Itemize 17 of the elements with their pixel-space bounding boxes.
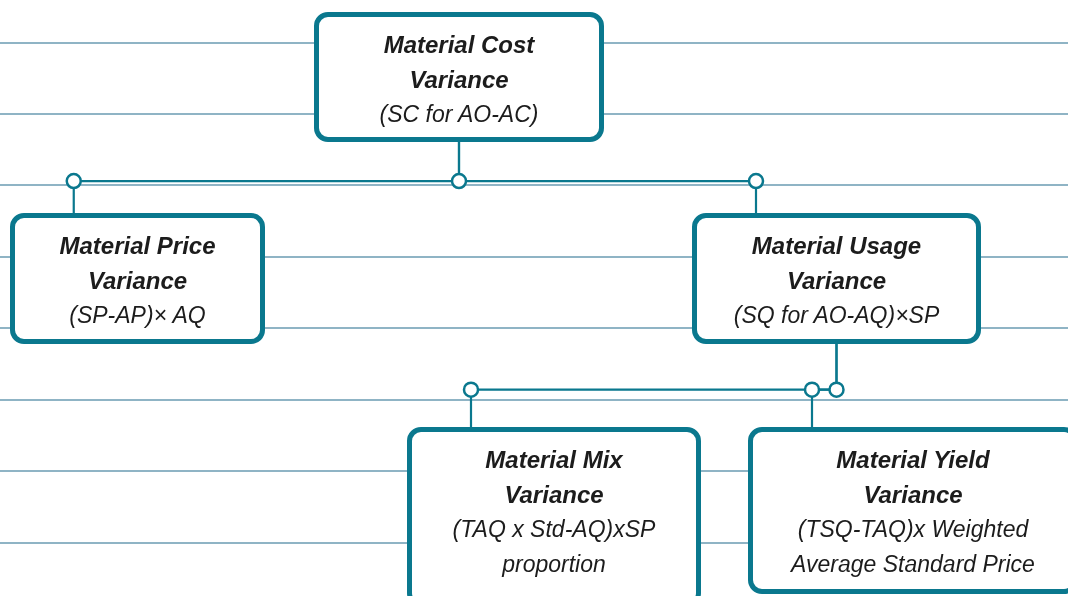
connector-line: [457, 142, 758, 213]
variance-title: Material Cost Variance: [382, 30, 536, 95]
variance-box: [314, 12, 604, 142]
connector-line: [810, 344, 838, 427]
variance-box: [748, 427, 1068, 594]
variance-box: [407, 427, 701, 596]
variance-title: Material Yield Variance: [835, 445, 991, 510]
variance-title: Material Usage Variance: [750, 231, 923, 296]
variance-title: Material Mix Variance: [484, 445, 624, 510]
variance-box: [692, 213, 981, 344]
variance-formula: (TAQ x Std-AQ)xSP proportion: [451, 515, 657, 579]
variance-formula: (SP-AP)× AQ: [69, 301, 206, 330]
variance-title: Material Price Variance: [58, 231, 217, 296]
variance-formula: (TSQ-TAQ)x Weighted Average Standard Price: [789, 515, 1036, 579]
variance-box: [10, 213, 265, 344]
variance-formula: (SC for AO-AC): [379, 100, 539, 129]
variance-formula: (SQ for AO-AQ)×SP: [733, 301, 940, 330]
